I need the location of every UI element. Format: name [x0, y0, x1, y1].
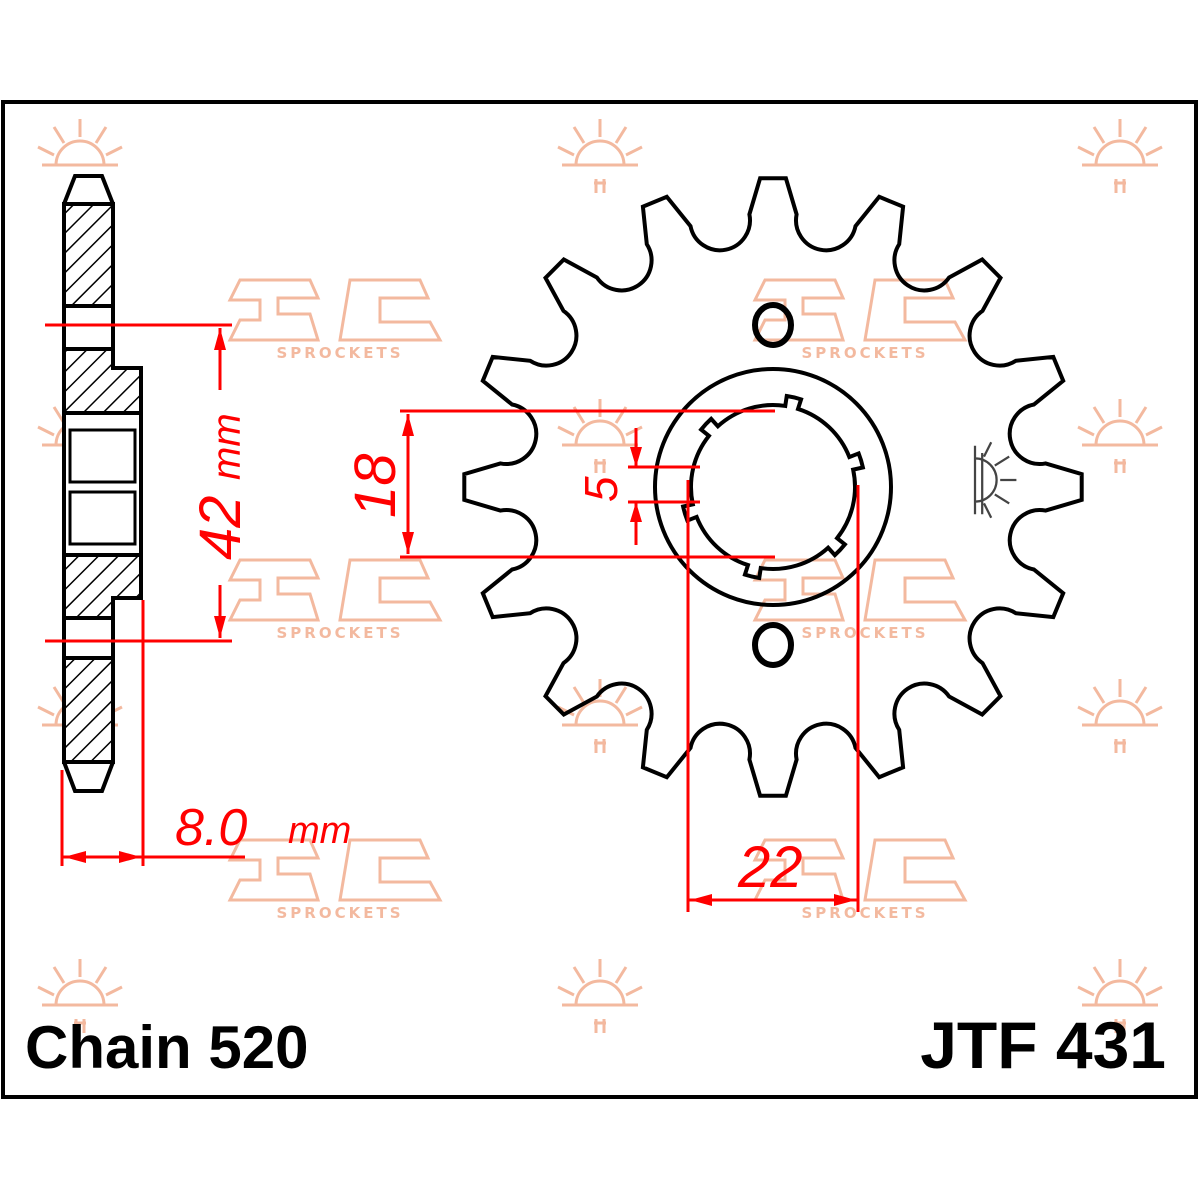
watermark-sun-icon: [1076, 397, 1164, 475]
sprocket-outline: [462, 176, 1084, 798]
stamp-sun-icon: [973, 441, 1017, 519]
dim-18: 18: [343, 453, 408, 518]
dim-42: 42: [188, 495, 253, 560]
watermark-sun-icon: [556, 117, 644, 195]
watermark-text: SPROCKETS: [276, 624, 403, 642]
drawing-border: [1, 100, 1198, 1099]
watermark-text: SPROCKETS: [276, 904, 403, 922]
dim-22: 22: [737, 835, 803, 900]
chain-label: Chain 520: [25, 1014, 308, 1081]
watermark-sun-icon: [1076, 117, 1164, 195]
watermark-sun-icon: [1076, 677, 1164, 755]
part-number: JTF 431: [920, 1008, 1166, 1082]
bolt-hole-bottom: [752, 622, 794, 668]
watermark-text: SPROCKETS: [801, 904, 928, 922]
watermark-sun-icon: [556, 957, 644, 1035]
watermark-logo: [228, 558, 442, 622]
spline-bore: [680, 393, 866, 581]
bolt-hole-top: [752, 302, 794, 348]
dim-5: 5: [575, 476, 627, 502]
dim-8-unit: mm: [288, 810, 351, 852]
hub-circle: [653, 367, 893, 607]
dimension-lines: [45, 323, 860, 912]
watermark-logo: [228, 278, 442, 342]
watermark-layer: SPROCKETS SPROCKETS SPROCKETS SPROCKETS SPRO…: [36, 117, 1164, 1035]
watermark-text: SPROCKETS: [801, 344, 928, 362]
watermark-text: SPROCKETS: [801, 624, 928, 642]
dim-8: 8.0: [175, 799, 247, 857]
side-profile: [62, 174, 143, 793]
dim-42-unit: mm: [205, 413, 249, 480]
watermark-text: SPROCKETS: [276, 344, 403, 362]
